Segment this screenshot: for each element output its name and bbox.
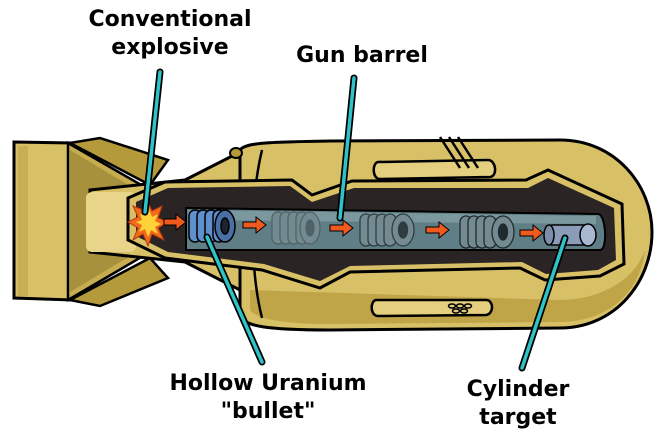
projectile-path-arrows xyxy=(163,212,544,243)
leader-explosive xyxy=(141,68,164,216)
cutaway-interior xyxy=(126,168,626,290)
arrow-right-icon xyxy=(425,220,450,240)
label-line: explosive xyxy=(111,35,229,60)
label-line: target xyxy=(479,405,557,430)
tail-fin-top xyxy=(66,136,171,187)
bullet-ghost-2 xyxy=(359,213,415,247)
tail-fin-frame-shade xyxy=(18,146,28,296)
label-cylinder-target: Cylinder target xyxy=(450,376,586,432)
hollow-uranium-bullet xyxy=(188,209,236,243)
bullet-ghost-3 xyxy=(459,215,515,249)
label-line: Gun barrel xyxy=(296,43,428,68)
antenna-wires xyxy=(438,136,480,169)
arrow-right-icon xyxy=(519,223,544,243)
arrow-right-icon xyxy=(163,212,187,232)
label-line: Hollow Uranium xyxy=(169,371,367,396)
label-line: Conventional xyxy=(88,7,252,32)
arrow-right-icon xyxy=(329,218,354,238)
bottom-hatch-vents xyxy=(447,303,473,314)
leader-barrel xyxy=(336,74,358,222)
tail-fin-frame xyxy=(12,140,74,302)
label-gun-barrel: Gun barrel xyxy=(282,42,442,70)
leader-lines xyxy=(141,68,569,372)
label-conventional-explosive: Conventional explosive xyxy=(72,6,268,62)
bottom-access-hatch xyxy=(370,298,494,318)
bullet-ghost-1 xyxy=(271,211,321,245)
arrow-right-icon xyxy=(242,215,267,235)
explosion-core xyxy=(136,209,161,237)
leader-target xyxy=(518,234,569,372)
label-line: Cylinder xyxy=(466,377,570,402)
tail-fin-bottom xyxy=(66,256,171,308)
leader-bullet xyxy=(203,233,266,366)
tail-nozzle xyxy=(86,192,136,252)
cylinder-target-icon xyxy=(543,223,597,247)
label-line: "bullet" xyxy=(220,399,316,424)
label-hollow-uranium-bullet: Hollow Uranium "bullet" xyxy=(150,370,386,426)
casing-lug xyxy=(229,147,243,159)
top-access-hatch xyxy=(372,158,497,181)
